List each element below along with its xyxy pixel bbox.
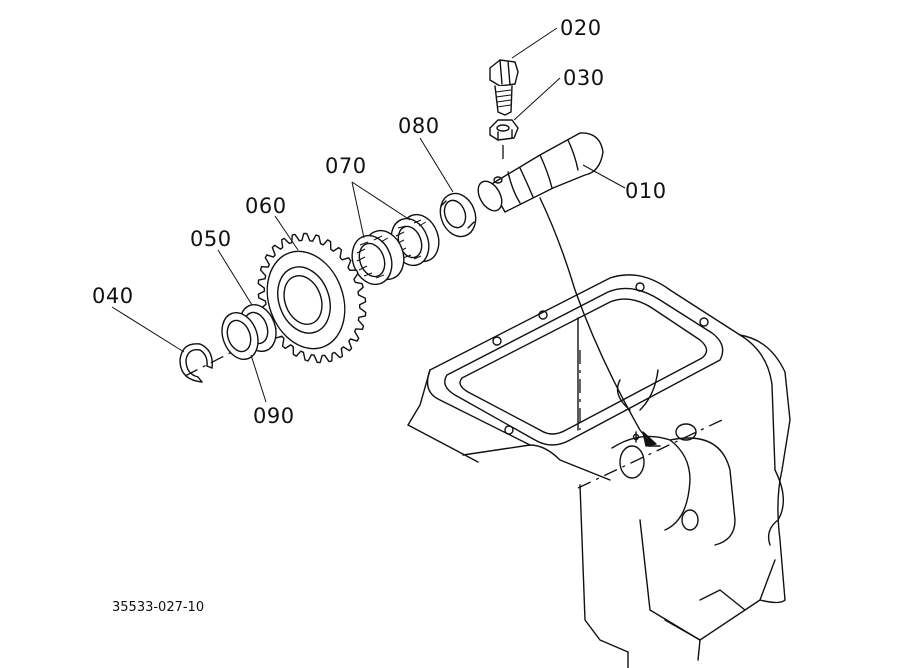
label-040: 040 [92,284,134,308]
leader-lines [111,27,626,403]
label-080: 080 [398,114,440,138]
part-010-shaft [477,132,604,213]
part-090-washer [221,312,259,360]
transmission-housing [407,197,791,668]
part-080-thrust-washer [439,192,477,238]
label-060: 060 [245,194,287,218]
part-labels: 010 020 030 040 050 060 070 080 090 3553… [92,16,667,615]
part-040-snap-ring [179,343,233,383]
label-090: 090 [253,404,295,428]
label-020: 020 [560,16,602,40]
part-020-bolt [489,59,519,116]
drawing-code: 35533-027-10 [112,600,204,615]
label-070: 070 [325,154,367,178]
label-050: 050 [190,227,232,251]
label-010: 010 [625,179,667,203]
part-070-needle-bearing-front [351,229,405,286]
part-060-gear [257,232,367,364]
label-030: 030 [563,66,605,90]
part-030-nut [489,119,519,165]
